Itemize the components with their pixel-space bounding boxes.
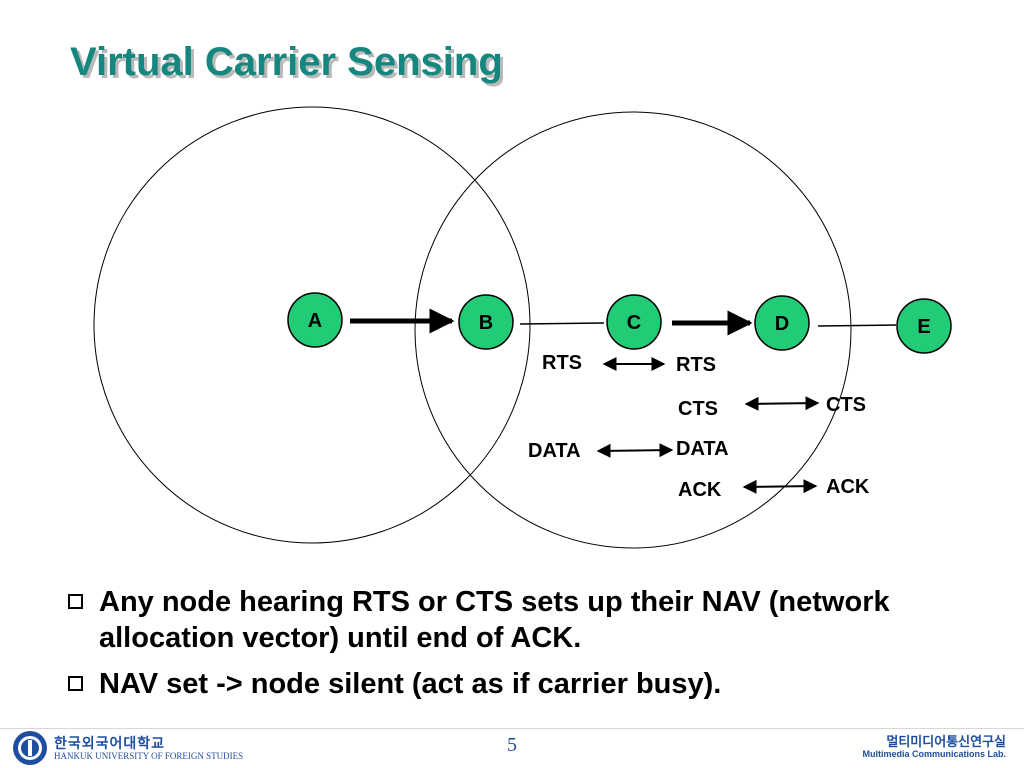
page-number: 5 — [507, 734, 517, 756]
checkbox-bullet-icon — [68, 676, 83, 691]
bullet-item: Any node hearing RTS or CTS sets up thei… — [68, 584, 968, 656]
node-b-label: B — [479, 312, 493, 334]
range-circle-c — [414, 111, 852, 549]
university-name-en: HANKUK UNIVERSITY OF FOREIGN STUDIES — [54, 750, 244, 761]
lab-logo: 멀티미디어통신연구실 Multimedia Communications Lab… — [862, 734, 1006, 760]
university-name-kr: 한국외국어대학교 — [54, 734, 166, 751]
node-c: C — [606, 294, 662, 350]
msg-b-data: DATA — [528, 440, 581, 462]
university-logo: 한국외국어대학교 HANKUK UNIVERSITY OF FOREIGN ST… — [12, 730, 243, 766]
link-b-c — [519, 322, 605, 325]
node-a-label: A — [308, 310, 322, 332]
bullet-list: Any node hearing RTS or CTS sets up thei… — [68, 584, 968, 712]
node-c-label: C — [627, 312, 641, 334]
msg-b-rts: RTS — [542, 352, 582, 374]
msg-c-data: DATA — [676, 438, 729, 460]
lab-name-kr: 멀티미디어통신연구실 — [886, 734, 1006, 749]
slide-title: Virtual Carrier Sensing — [70, 40, 503, 84]
msg-c-ack: ACK — [678, 479, 722, 501]
link-d-e — [817, 324, 897, 327]
lab-name-en: Multimedia Communications Lab. — [862, 749, 1006, 759]
bullet-text: Any node hearing RTS or CTS sets up thei… — [99, 586, 890, 654]
bullet-item: NAV set -> node silent (act as if carrie… — [68, 666, 968, 702]
node-d-label: D — [775, 313, 789, 335]
university-emblem-icon — [13, 731, 47, 765]
arrow-cts — [744, 396, 820, 411]
footer-divider — [0, 728, 1024, 729]
msg-c-cts: CTS — [678, 398, 718, 420]
network-diagram: A B C D E RTS RTS CTS CTS DATA DATA ACK … — [93, 106, 952, 549]
bullet-text: NAV set -> node silent (act as if carrie… — [99, 668, 722, 700]
msg-c-rts: RTS — [676, 354, 716, 376]
msg-d-ack: ACK — [826, 476, 870, 498]
node-b: B — [458, 294, 514, 350]
checkbox-bullet-icon — [68, 594, 83, 609]
arrow-data — [596, 443, 674, 458]
node-e: E — [896, 298, 952, 354]
node-a: A — [287, 292, 343, 348]
msg-d-cts: CTS — [826, 394, 866, 416]
node-d: D — [754, 295, 810, 351]
node-e-label: E — [917, 316, 930, 338]
arrow-ack — [742, 479, 818, 494]
range-circle-b — [93, 106, 531, 544]
